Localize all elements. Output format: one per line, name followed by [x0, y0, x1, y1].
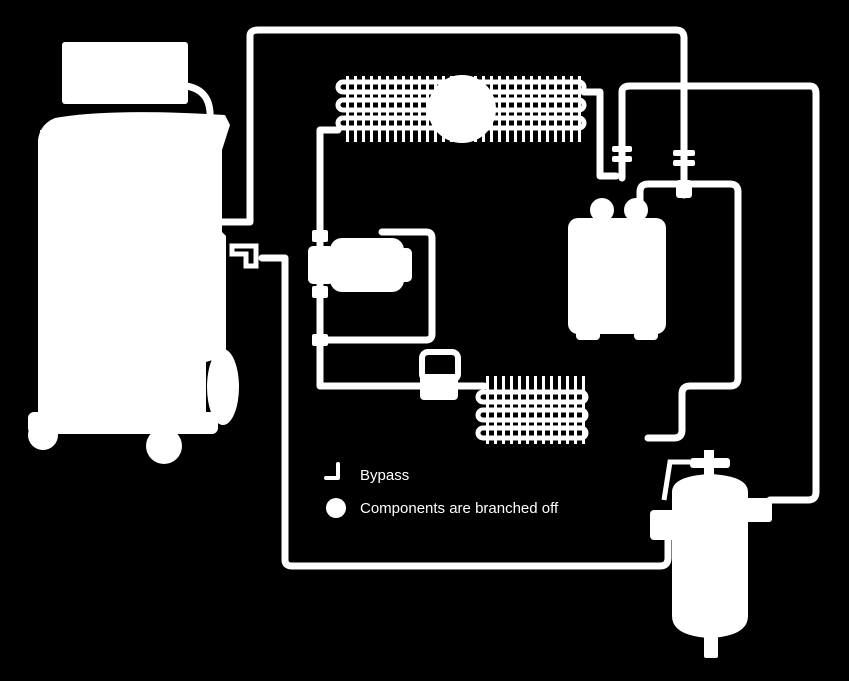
condenser-compressor-pipe [580, 88, 620, 180]
compressor [568, 146, 695, 340]
flushing-cylinder [650, 450, 772, 658]
station-handle-rail [40, 130, 54, 426]
top-service-hose [214, 26, 688, 226]
service-valve-right-stem [676, 180, 692, 198]
legend-label-branched-off: Components are branched off [360, 500, 559, 517]
evaporator-tube-3 [475, 425, 589, 441]
drier-upper-fitting [312, 230, 328, 242]
condenser [335, 75, 587, 143]
evaporator-tube-1 [475, 389, 589, 405]
evaporator-tube-2 [475, 407, 589, 423]
compressor-evaporator-pipe [636, 180, 742, 442]
station-front-wheel-left [28, 420, 58, 450]
drier-body [330, 238, 404, 292]
bypass-icon [324, 462, 340, 480]
right-hose [618, 82, 820, 504]
bypass-coupling-lower [312, 334, 328, 346]
station-rear-wheel [207, 349, 239, 425]
drier-lower-fitting [312, 286, 328, 298]
service-valve-left-b [612, 156, 632, 162]
legend: Bypass Components are branched off [324, 462, 559, 518]
cylinder-inlet-pipe [661, 459, 690, 501]
compressor-port-right [624, 198, 648, 222]
cylinder-drain [704, 636, 718, 658]
cylinder-outlet-fitting [742, 498, 772, 522]
cylinder-top-stem [704, 450, 714, 476]
drier-end [396, 248, 412, 282]
compressor-body [568, 218, 666, 334]
cylinder-body [672, 474, 748, 638]
service-valve-left [612, 146, 632, 152]
bypass-loop-pipe [314, 228, 436, 344]
valve-body [420, 374, 458, 400]
compressor-foot-left [576, 318, 600, 340]
station-display [62, 42, 188, 104]
cylinder-side-filter [650, 510, 676, 540]
condenser-fan-icon [428, 75, 496, 143]
service-valve-right [673, 150, 695, 156]
compressor-foot-right [634, 318, 658, 340]
bottom-service-hose [258, 254, 672, 570]
evaporator [475, 376, 589, 444]
branched-off-icon [326, 498, 346, 518]
expansion-valve [419, 349, 461, 400]
legend-label-bypass: Bypass [360, 467, 409, 484]
station-base [28, 412, 218, 434]
pipe-network [214, 26, 820, 570]
filter-drier [308, 230, 412, 298]
station-coupling-bypass [229, 243, 259, 269]
station-front-wheel-right [146, 428, 182, 464]
service-valve-right-b [673, 160, 695, 166]
service-station [28, 42, 259, 464]
drier-cap [308, 246, 334, 284]
station-body [38, 112, 230, 432]
compressor-port-left [590, 198, 614, 222]
